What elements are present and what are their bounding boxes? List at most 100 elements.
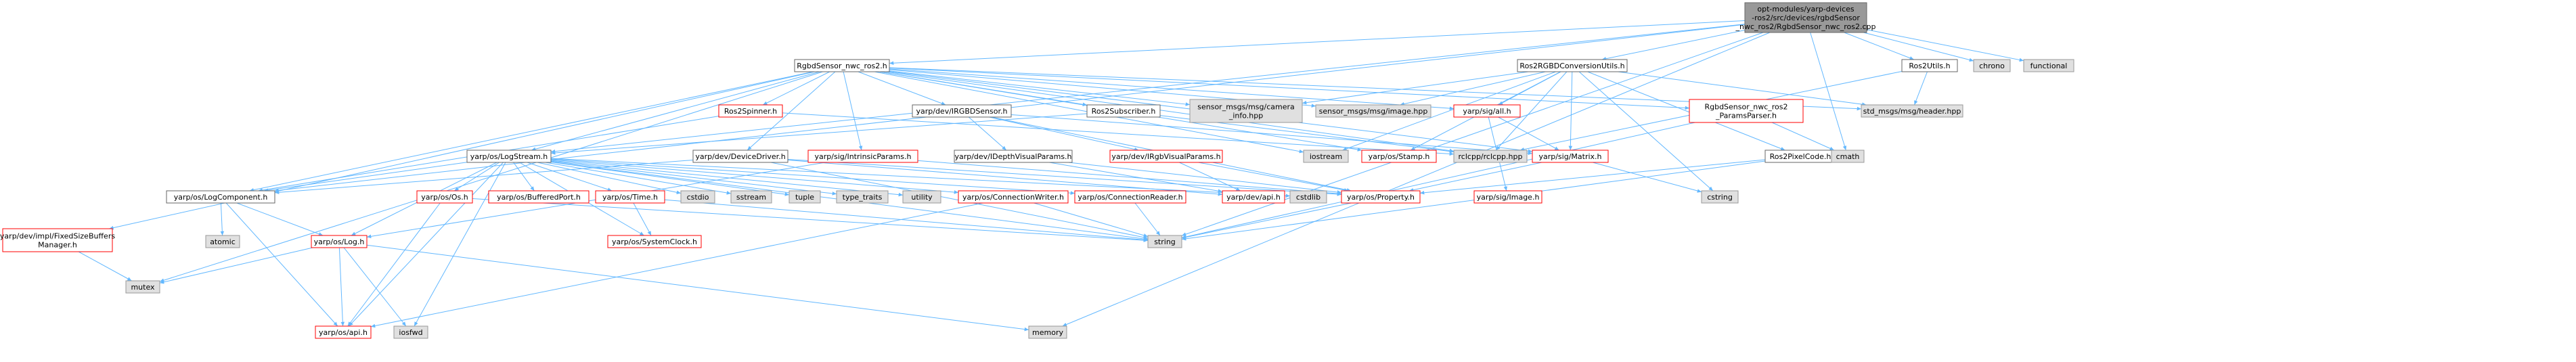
node-spinner[interactable]: Ros2Spinner.h	[718, 104, 783, 118]
node-label-osapi: yarp/os/api.h	[319, 328, 368, 337]
node-box-utils	[1901, 59, 1958, 72]
node-label-sysclock: yarp/os/SystemClock.h	[612, 237, 697, 246]
node-label-devapi: yarp/dev/api.h	[1226, 193, 1281, 202]
node-label-logcomponent: yarp/os/LogComponent.h	[174, 193, 268, 202]
node-label-fixedbuf: Manager.h	[38, 241, 77, 250]
include-edge-conv-to-iostream	[1342, 71, 1556, 151]
include-edge-rgbd-to-intrinsic	[843, 71, 863, 151]
node-label-iosfwd: iosfwd	[399, 328, 422, 337]
node-rclcpp: rclcpp/rclcpp.hpp	[1453, 150, 1528, 163]
node-rgbd[interactable]: RgbdSensor_nwc_ros2.h	[794, 59, 890, 72]
node-label-property: yarp/os/Property.h	[1347, 193, 1415, 202]
include-edge-root-to-conv	[1601, 30, 1746, 61]
include-edge-idepth-to-property	[1068, 162, 1342, 194]
node-irgbd[interactable]: yarp/dev/IRGBDSensor.h	[912, 104, 1012, 118]
node-label-iostream: iostream	[1310, 152, 1342, 161]
node-devapi[interactable]: yarp/dev/api.h	[1222, 190, 1285, 204]
node-devicedriver[interactable]: yarp/dev/DeviceDriver.h	[692, 150, 789, 163]
include-edge-irgbvis-to-property	[1198, 162, 1349, 192]
node-osos[interactable]: yarp/os/Os.h	[416, 190, 473, 204]
include-edge-logstream-to-tuple	[550, 162, 790, 196]
include-edge-root-to-cmath	[1810, 32, 1847, 151]
node-box-intrinsic	[807, 150, 918, 163]
node-label-mutex: mutex	[131, 283, 155, 292]
node-box-idepth	[954, 150, 1073, 163]
node-label-root: _nwc_ros2/RgbdSensor_nwc_ros2.cpp	[1735, 22, 1875, 31]
node-label-osos: yarp/os/Os.h	[421, 193, 468, 202]
include-edge-logcomponent-to-atomic	[220, 202, 225, 236]
dependency-edges	[78, 20, 2024, 332]
node-irgbvis[interactable]: yarp/dev/IRgbVisualParams.h	[1109, 150, 1223, 163]
node-idepth[interactable]: yarp/dev/IDepthVisualParams.h	[954, 150, 1073, 163]
node-box-subscriber	[1086, 104, 1161, 118]
node-sigimage[interactable]: yarp/sig/Image.h	[1473, 190, 1542, 204]
node-box-imagehpp	[1315, 104, 1431, 118]
node-utils[interactable]: Ros2Utils.h	[1901, 59, 1958, 72]
node-connwriter[interactable]: yarp/os/ConnectionWriter.h	[958, 190, 1069, 204]
include-edge-logstream-to-cstdlib	[550, 158, 1291, 198]
node-label-atomic: atomic	[210, 237, 236, 246]
node-sigall[interactable]: yarp/sig/all.h	[1453, 104, 1521, 118]
node-label-typetraits: type_traits	[843, 193, 883, 202]
node-paramsparser[interactable]: RgbdSensor_nwc_ros2_ParamsParser.h	[1689, 99, 1804, 123]
node-label-sigall: yarp/sig/all.h	[1463, 107, 1511, 116]
node-logstream[interactable]: yarp/os/LogStream.h	[466, 150, 552, 163]
node-time[interactable]: yarp/os/Time.h	[595, 190, 665, 204]
include-edge-irgbd-to-matrix	[1011, 114, 1533, 156]
node-label-paramsparser: RgbdSensor_nwc_ros2	[1704, 103, 1787, 112]
node-log[interactable]: yarp/os/Log.h	[311, 235, 368, 248]
node-atomic: atomic	[205, 235, 240, 248]
node-bufferedport[interactable]: yarp/os/BufferedPort.h	[488, 190, 590, 204]
include-edge-rgbd-to-sigall	[889, 68, 1454, 110]
node-connreader[interactable]: yarp/os/ConnectionReader.h	[1074, 190, 1186, 204]
include-edge-irgbd-to-irgbvis	[989, 116, 1139, 152]
node-stamp[interactable]: yarp/os/Stamp.h	[1361, 150, 1437, 163]
include-edge-osos-to-string	[472, 198, 1149, 242]
node-cmath: cmath	[1831, 150, 1865, 163]
node-matrix[interactable]: yarp/sig/Matrix.h	[1532, 150, 1609, 163]
node-label-header: std_msgs/msg/header.hpp	[1863, 107, 1961, 116]
include-edge-connwriter-to-osapi	[370, 202, 983, 328]
node-box-header	[1861, 104, 1963, 118]
node-pixelcode[interactable]: Ros2PixelCode.h	[1764, 150, 1836, 163]
node-box-rgbd	[794, 59, 890, 72]
include-edge-root-to-logstream	[550, 24, 1746, 154]
node-box-time	[595, 190, 665, 204]
include-edge-rgbd-to-mutex	[159, 71, 823, 282]
node-sysclock[interactable]: yarp/os/SystemClock.h	[607, 235, 702, 248]
node-label-time: yarp/os/Time.h	[602, 193, 658, 202]
node-box-logcomponent	[166, 190, 275, 204]
include-edge-rgbd-to-camerainfo	[889, 70, 1191, 106]
node-box-irgbvis	[1109, 150, 1223, 163]
node-property[interactable]: yarp/os/Property.h	[1341, 190, 1421, 204]
node-box-stamp	[1361, 150, 1437, 163]
include-edge-pixelcode-to-property	[1419, 159, 1766, 195]
node-subscriber[interactable]: Ros2Subscriber.h	[1086, 104, 1161, 118]
node-label-chrono: chrono	[1979, 62, 2005, 70]
node-conv[interactable]: Ros2RGBDConversionUtils.h	[1517, 59, 1628, 72]
node-label-imagehpp: sensor_msgs/msg/image.hpp	[1319, 107, 1428, 116]
include-edge-rgbd-to-logcomponent	[249, 71, 814, 192]
node-box-functional	[2023, 59, 2074, 72]
node-box-log	[311, 235, 368, 248]
include-edge-rgbd-to-devicedriver	[747, 71, 836, 151]
node-label-spinner: Ros2Spinner.h	[724, 107, 777, 116]
include-edge-rgbd-to-logstream	[531, 71, 820, 152]
include-edge-logstream-to-logcomponent	[263, 162, 468, 192]
include-edge-root-to-utils	[1844, 32, 1914, 60]
node-intrinsic[interactable]: yarp/sig/IntrinsicParams.h	[807, 150, 918, 163]
node-logcomponent[interactable]: yarp/os/LogComponent.h	[166, 190, 275, 204]
node-chrono: chrono	[1973, 59, 2011, 72]
node-box-camerainfo	[1189, 99, 1303, 123]
node-label-log: yarp/os/Log.h	[314, 237, 365, 246]
include-edge-osos-to-osapi	[347, 202, 441, 327]
include-edge-logstream-to-connreader	[550, 158, 1075, 196]
include-edge-time-to-sysclock	[633, 202, 652, 236]
node-label-memory: memory	[1032, 328, 1063, 337]
node-label-irgbvis: yarp/dev/IRgbVisualParams.h	[1111, 152, 1220, 161]
include-edge-logstream-to-cstdio	[537, 162, 682, 195]
node-box-chrono	[1973, 59, 2011, 72]
node-box-property	[1341, 190, 1421, 204]
node-osapi[interactable]: yarp/os/api.h	[315, 325, 372, 339]
